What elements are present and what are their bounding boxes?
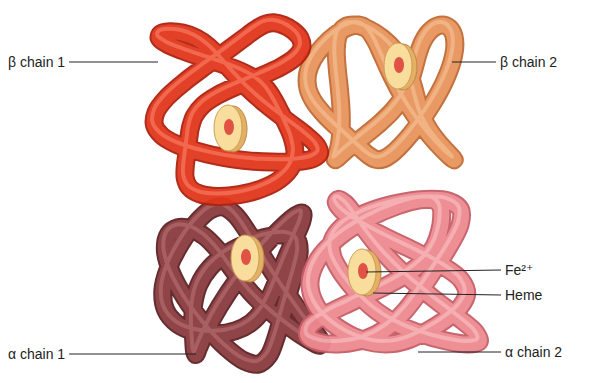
part-label: α chain 1 — [8, 346, 65, 362]
chain-highlight — [152, 20, 318, 194]
leader-lines — [69, 62, 501, 354]
heme-face — [231, 235, 259, 281]
heme-disc — [348, 249, 381, 296]
part-label: Heme — [505, 287, 542, 303]
globin-chain — [305, 22, 455, 160]
iron-center — [224, 119, 234, 135]
part-label: β chain 2 — [500, 54, 557, 70]
leader-line — [366, 270, 501, 272]
iron-center — [241, 249, 251, 265]
heme-disc — [231, 235, 264, 282]
chain-highlight — [161, 204, 320, 362]
leader-line — [373, 293, 501, 295]
part-label: β chain 1 — [8, 54, 65, 70]
iron-center — [358, 263, 368, 279]
part-label: Fe²⁺ — [505, 262, 533, 278]
part-label: α chain 2 — [505, 344, 562, 360]
chain-highlight — [306, 196, 478, 341]
chain-highlight — [305, 22, 453, 157]
heme-disc — [214, 105, 247, 152]
leader-line — [69, 62, 158, 63]
globin-chain — [152, 20, 320, 197]
globin-chain — [306, 196, 480, 344]
leader-line — [69, 354, 196, 355]
leader-line — [452, 62, 496, 63]
leader-line — [418, 352, 501, 353]
iron-center — [394, 57, 404, 73]
protein-chains — [152, 20, 480, 365]
heme-face — [214, 105, 242, 151]
heme-disc — [384, 43, 417, 90]
globin-chain — [161, 204, 322, 365]
heme-face — [384, 43, 412, 89]
